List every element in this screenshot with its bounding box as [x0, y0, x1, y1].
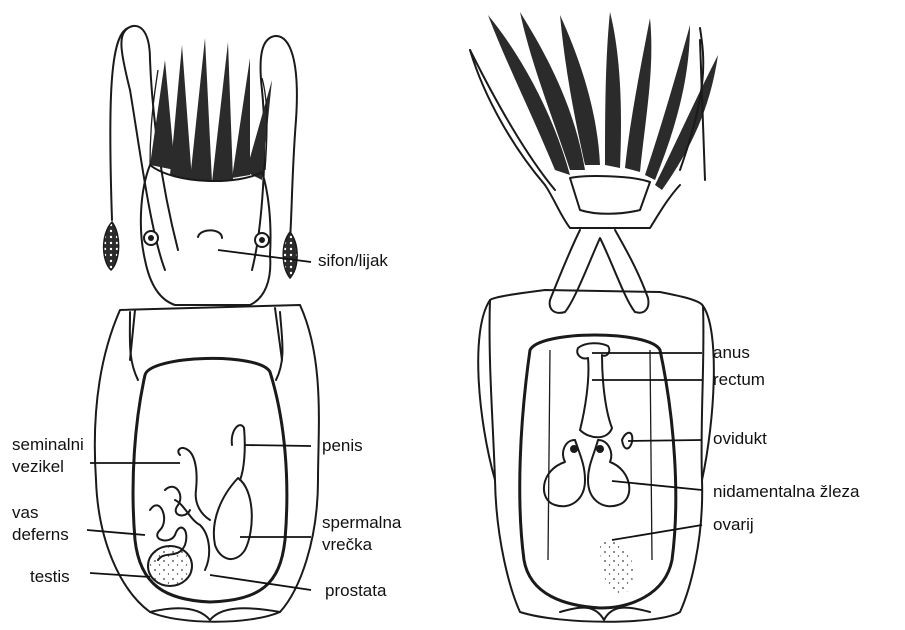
- male-tentacle-club-left: [104, 222, 119, 270]
- label-seminalni: seminalni: [12, 434, 84, 456]
- label-testis: testis: [30, 566, 70, 588]
- male-arms: [150, 38, 272, 182]
- label-prostata: prostata: [325, 580, 386, 602]
- label-spermalna: spermalna: [322, 512, 401, 534]
- label-anus: anus: [713, 342, 750, 364]
- label-vrecka: vrečka: [322, 534, 372, 556]
- label-rectum: rectum: [713, 369, 765, 391]
- male-head: [141, 165, 271, 305]
- female-arms: [470, 12, 718, 190]
- female-funnel: [550, 230, 649, 313]
- label-nidamentalna: nidamentalna žleza: [713, 481, 859, 503]
- label-vezikel: vezikel: [12, 456, 64, 478]
- male-siphon: [198, 230, 222, 238]
- label-penis: penis: [322, 435, 363, 457]
- female-mantle-cavity: [520, 335, 676, 608]
- female-specimen: [470, 12, 718, 622]
- male-testis: [148, 546, 192, 586]
- label-ovarij: ovarij: [713, 514, 754, 536]
- label-vas: vas: [12, 502, 38, 524]
- female-buccal-mass: [570, 176, 650, 214]
- label-ovidukt: ovidukt: [713, 428, 767, 450]
- female-head: [545, 185, 680, 228]
- male-specimen: [95, 26, 319, 622]
- label-sifon: sifon/lijak: [318, 250, 388, 272]
- male-tentacle-club-right: [283, 232, 297, 278]
- label-deferns: deferns: [12, 524, 69, 546]
